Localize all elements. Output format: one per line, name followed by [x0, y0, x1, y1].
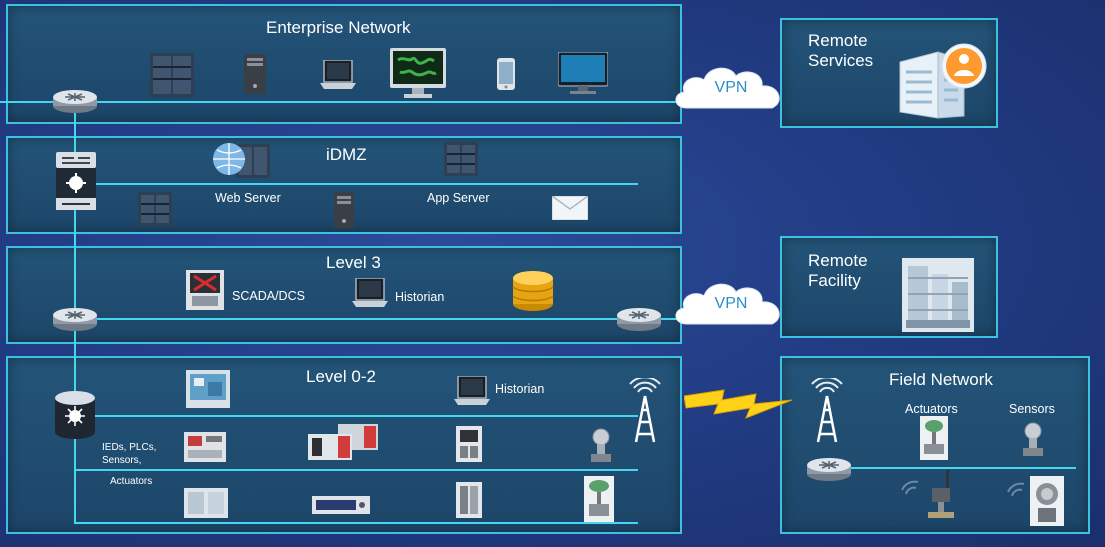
hmi-panel-icon — [186, 370, 230, 408]
level3-title: Level 3 — [326, 253, 381, 272]
scada-dcs-label: SCADA/DCS — [232, 289, 305, 303]
control-cabinet-icon — [184, 488, 228, 518]
level02-bus-line-2 — [74, 469, 638, 471]
enterprise-bus-line — [0, 101, 680, 103]
field-network-title: Field Network — [889, 370, 993, 389]
vpn-top-label: VPN — [714, 79, 748, 96]
vpn-cloud-bottom: VPN — [672, 280, 790, 332]
app-server-label: App Server — [427, 191, 490, 205]
level3-edge-router-icon — [616, 306, 662, 332]
level3-router-icon — [52, 306, 98, 332]
io-terminal-block-icon — [456, 482, 482, 518]
field-actuator-valve-icon — [920, 416, 948, 460]
tower-server-icon — [244, 54, 266, 94]
scada-dcs-workstation-icon — [186, 270, 224, 310]
cloud-icon — [675, 67, 780, 109]
ieds-plcs-sensors-label: IEDs, PLCs, Sensors, — [102, 442, 157, 466]
app-server-icon — [444, 142, 478, 176]
wireless-actuator-icon — [898, 468, 962, 522]
wireless-sensor-icon — [1004, 470, 1068, 528]
smartphone-icon — [497, 58, 515, 90]
remote-facility-title: Remote Facility — [808, 251, 868, 290]
level02-layer3-switch-icon — [54, 388, 96, 440]
database-icon — [512, 270, 554, 312]
vpn-bottom-label: VPN — [714, 295, 748, 312]
mail-envelope-icon — [552, 196, 588, 220]
level3-bus-line — [74, 318, 678, 320]
remote-facility-plant-icon — [902, 258, 974, 332]
remote-services-title: Remote Services — [808, 31, 874, 70]
field-actuators-label: Actuators — [905, 402, 958, 416]
field-sensor-transmitter-icon — [1020, 422, 1046, 458]
wireless-link-bolt-icon — [684, 386, 794, 420]
vpn-cloud-top: VPN — [672, 64, 790, 116]
web-server-globe-icon — [212, 142, 272, 180]
idmz-server-icon — [138, 192, 172, 226]
remote-services-building-icon — [898, 42, 990, 120]
field-cell-tower-icon — [808, 378, 846, 444]
level02-title: Level 0-2 — [306, 367, 376, 386]
ied-controller-icon — [184, 432, 226, 462]
historian-laptop-icon — [352, 278, 388, 310]
level02-historian-laptop-icon — [454, 376, 490, 408]
idmz-bus-line — [74, 183, 638, 185]
level3-historian-label: Historian — [395, 290, 445, 304]
idmz-tower-server-icon — [334, 192, 354, 228]
field-sensors-label: Sensors — [1009, 402, 1055, 416]
control-valve-icon — [584, 476, 614, 522]
level02-historian-label: Historian — [495, 382, 545, 396]
server-rack-icon — [150, 53, 194, 97]
enterprise-network-title: Enterprise Network — [266, 18, 411, 37]
actuators-label: Actuators — [110, 476, 153, 487]
enterprise-router-icon — [52, 88, 98, 114]
level02-bus-line-1 — [74, 415, 638, 417]
idmz-title: iDMZ — [326, 145, 367, 164]
cell-tower-icon — [626, 378, 664, 444]
flat-screen-tv-icon — [558, 52, 608, 96]
desktop-monitor-world-map-icon — [390, 48, 446, 100]
field-bus-line — [830, 467, 1076, 469]
web-server-label: Web Server — [215, 191, 281, 205]
laptop-icon — [320, 60, 356, 92]
field-router-icon — [806, 456, 852, 482]
io-module-icon — [456, 426, 482, 462]
pressure-transmitter-icon — [588, 428, 614, 464]
level3-zone — [6, 246, 682, 344]
firewall-switch-icon — [54, 152, 98, 212]
plc-modules-icon — [308, 424, 380, 460]
level02-bus-line-3 — [74, 522, 638, 524]
rack-controller-icon — [312, 496, 370, 514]
cloud-icon — [675, 283, 780, 325]
